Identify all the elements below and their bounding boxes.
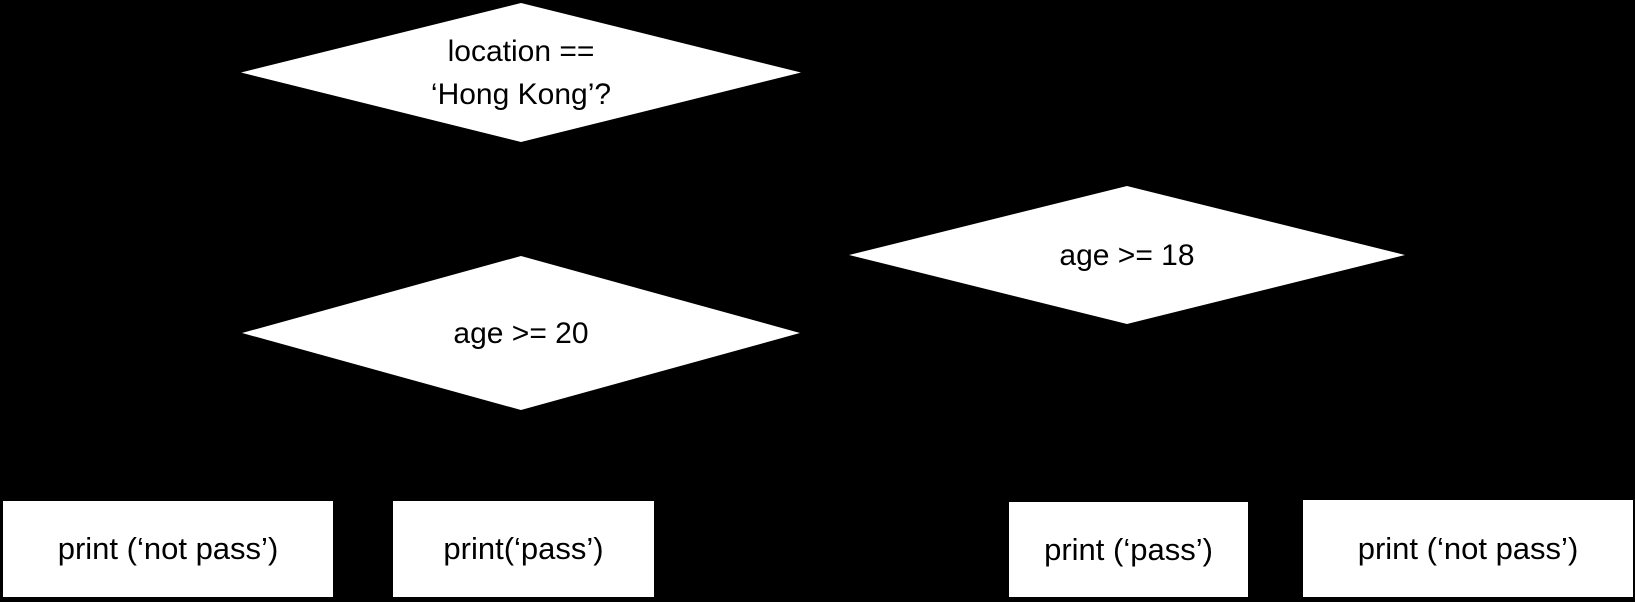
print-not-pass-right-label: print (‘not pass’) xyxy=(1357,530,1579,566)
decision-location-label-line1: location == xyxy=(447,34,595,68)
decision-location-label-line2: ‘Hong Kong’? xyxy=(430,77,612,111)
print-pass-right-label: print (‘pass’) xyxy=(1044,531,1213,567)
print-not-pass-left-label: print (‘not pass’) xyxy=(57,531,279,566)
process-node-print-pass-right: print (‘pass’) xyxy=(1009,502,1248,597)
decision-node-location-label: location == ‘Hong Kong’? xyxy=(431,30,611,116)
print-pass-left-label: print(‘pass’) xyxy=(443,531,604,566)
decision-age-18-label: age >= 18 xyxy=(1059,238,1195,272)
decision-node-age-20: age >= 20 xyxy=(242,256,800,410)
decision-node-location: location == ‘Hong Kong’? xyxy=(241,3,801,142)
process-node-print-pass-left: print(‘pass’) xyxy=(393,501,654,597)
decision-node-age-18: age >= 18 xyxy=(849,186,1405,324)
decision-age-20-label: age >= 20 xyxy=(453,316,589,350)
process-node-print-not-pass-right: print (‘not pass’) xyxy=(1303,500,1633,597)
process-node-print-not-pass-left: print (‘not pass’) xyxy=(3,501,333,597)
